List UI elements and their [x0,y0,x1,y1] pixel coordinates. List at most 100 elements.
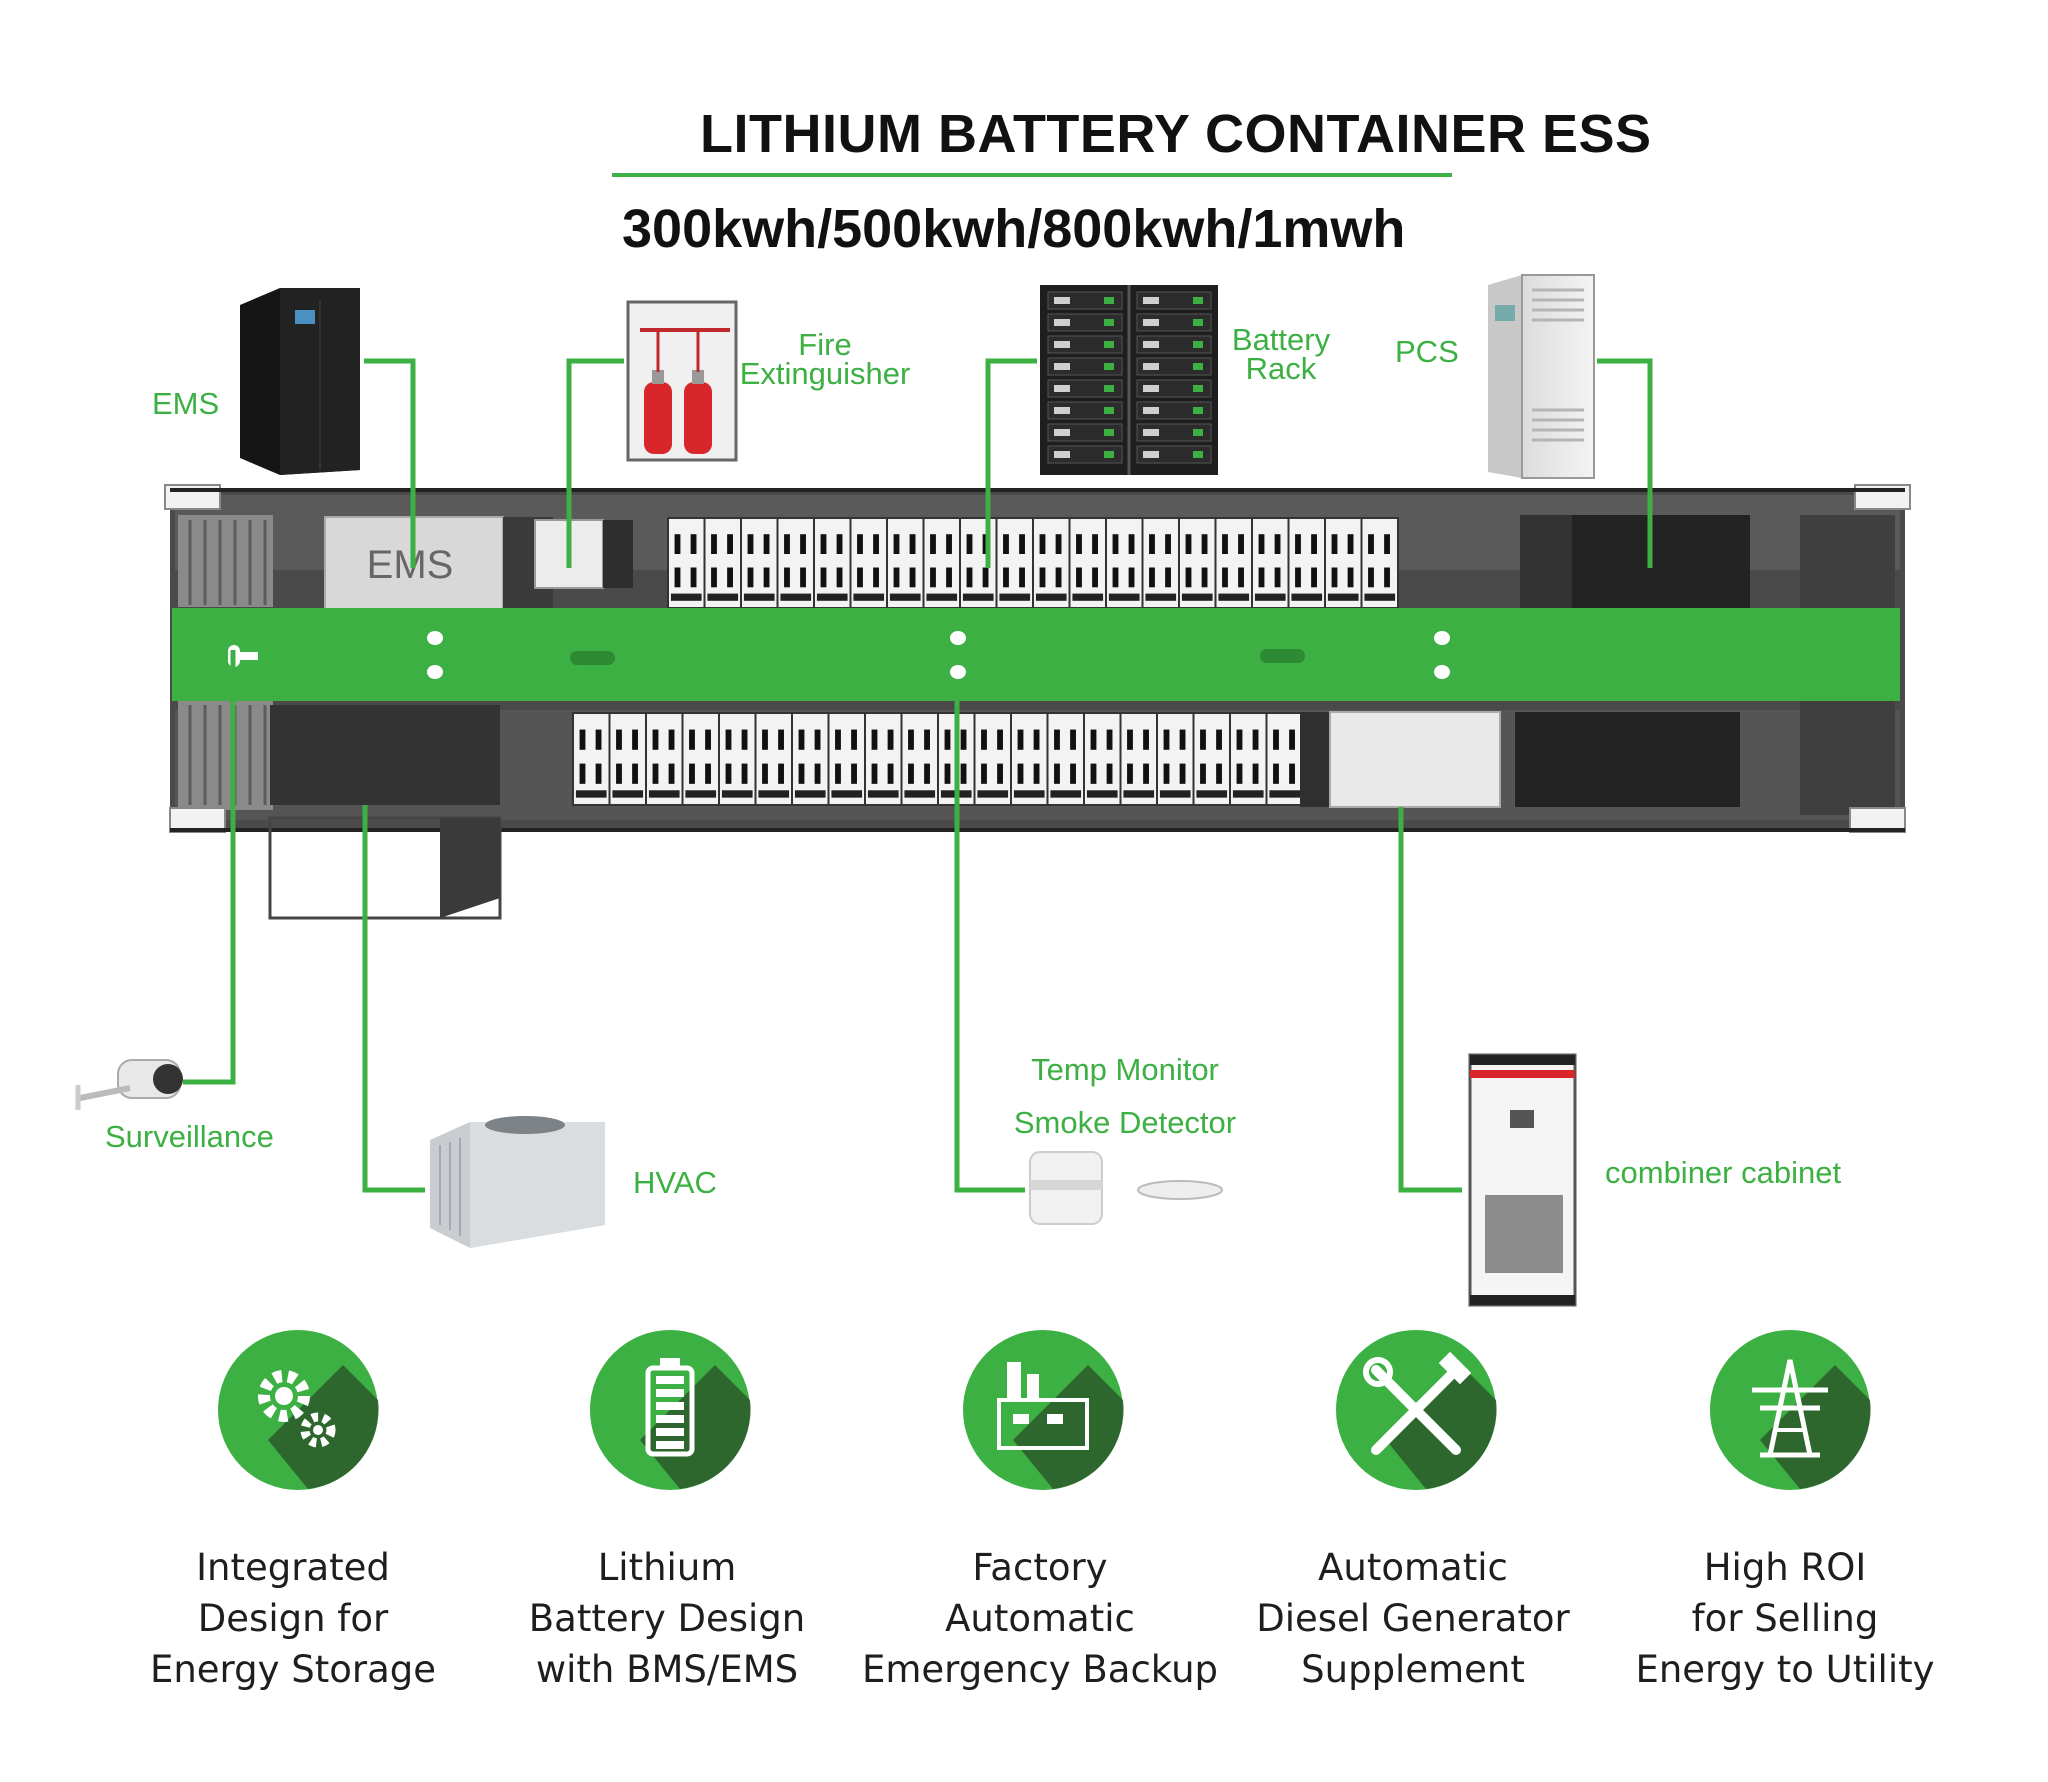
ems-panel-label: EMS [367,543,454,587]
battery-module [1251,518,1286,608]
rack-module [1047,313,1123,332]
title-underline [612,173,1452,177]
ems-label: EMS [152,386,219,421]
rack-module [1047,335,1123,354]
feature-text-factory-backup: Factory Automatic Emergency Backup [861,1546,1219,1691]
battery-module [645,713,680,805]
battery-module [1105,518,1140,608]
battery-module [776,518,812,608]
battery-module [1265,713,1301,805]
feature-text-diesel-generator: Automatic Diesel Generator Supplement [1256,1546,1570,1691]
surveillance-label: Surveillance [105,1119,274,1154]
battery-rack-label-line-2: Rack [1246,351,1317,386]
smoke-detector-image [1029,1151,1223,1225]
battery-rack-callout-line [985,358,1037,568]
battery-module [1192,713,1228,805]
battery-module [1141,518,1177,608]
battery-module [754,713,790,805]
rack-module [1136,291,1212,310]
rack-module [1047,379,1123,398]
pcs-label: PCS [1395,334,1459,369]
surveillance-camera-image [75,1059,183,1110]
feature-text-high-roi: High ROI for Selling Energy to Utility [1635,1546,1935,1691]
ems-callout-line [364,358,416,568]
battery-module [1360,518,1396,608]
rack-module [1136,357,1212,376]
battery-rack-label-line-1: Battery [1232,322,1331,357]
battery-module [667,518,702,608]
battery-module [995,518,1031,608]
rack-module [1047,357,1123,376]
battery-module [1229,713,1264,805]
ems-cabinet-image [240,288,360,475]
battery-module [1032,518,1067,608]
surveillance-callout-line [183,650,236,1085]
battery-module [1046,713,1082,805]
ems-panel: EMS [324,516,553,610]
battery-rack-row-bottom [572,712,1304,806]
pcs-unit [1520,515,1750,610]
battery-module [608,713,644,805]
combiner-cabinet-label: combiner cabinet [1605,1155,1841,1190]
battery-module [1083,713,1118,805]
battery-module [864,713,899,805]
combiner-unit [1300,711,1740,808]
battery-module [973,713,1009,805]
container-green-band [172,608,1900,701]
temp-smoke-callout-line [954,701,1025,1193]
battery-module [740,518,775,608]
battery-module [1010,713,1045,805]
feature-text-integrated-design: Integrated Design for Energy Storage [149,1546,437,1691]
rack-module [1047,401,1123,420]
battery-module [1156,713,1191,805]
battery-module [1068,518,1104,608]
battery-module [922,518,958,608]
pcs-callout-line [1597,358,1653,568]
power-tower-icon [1710,1330,1871,1490]
battery-module [1324,518,1359,608]
battery-module [718,713,753,805]
fire-extinguisher-label-line-2: Extinguisher [740,356,911,391]
battery-module [681,713,717,805]
rack-module [1136,401,1212,420]
rack-module [1136,335,1212,354]
hvac-callout-line [362,805,425,1193]
fire-extinguisher-callout-line [566,358,624,568]
rack-module [1047,445,1123,464]
battery-module [1214,518,1250,608]
battery-icon [590,1330,751,1490]
battery-module [1178,518,1213,608]
rack-module [1136,313,1212,332]
battery-module [900,713,936,805]
hvac-label: HVAC [633,1165,717,1200]
gears-icon [218,1330,379,1490]
battery-module [791,713,826,805]
factory-icon [963,1330,1124,1490]
battery-module [1119,713,1155,805]
fire-extinguisher-label-line-1: Fire [798,327,851,362]
combiner-cabinet-image [1468,1053,1577,1307]
rack-module [1047,291,1123,310]
rack-module [1136,379,1212,398]
combiner-callout-line [1398,807,1462,1193]
battery-module [813,518,848,608]
battery-module [572,713,607,805]
smoke-detector-label: Smoke Detector [1014,1105,1236,1140]
temp-monitor-label: Temp Monitor [1031,1052,1219,1087]
battery-module [1287,518,1323,608]
battery-module [703,518,739,608]
rack-module [1136,445,1212,464]
page-title: LITHIUM BATTERY CONTAINER ESS [700,104,1652,164]
pcs-cabinet-image [1488,274,1595,479]
fire-extinguisher-image [626,300,738,462]
rack-module [1047,423,1123,442]
battery-rack-image [1040,285,1218,475]
capacity-subtitle: 300kwh/500kwh/800kwh/1mwh [622,199,1406,259]
battery-module [849,518,885,608]
battery-rack-row-top [667,517,1399,609]
hvac-unit [268,705,502,920]
rack-module [1136,423,1212,442]
feature-text-lithium-battery: Lithium Battery Design with BMS/EMS [528,1546,806,1691]
